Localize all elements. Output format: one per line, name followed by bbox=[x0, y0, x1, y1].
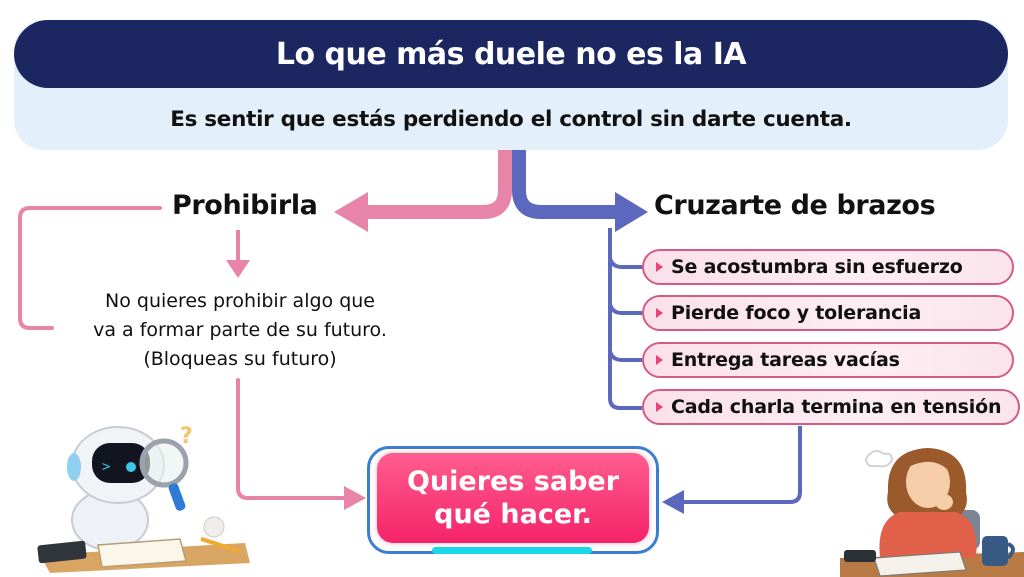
arrowhead-prohibirla bbox=[334, 192, 368, 232]
connector-item-3 bbox=[608, 350, 642, 362]
svg-text:>: > bbox=[102, 459, 110, 475]
coffee-mug-icon bbox=[982, 536, 1008, 566]
sigh-icon bbox=[865, 450, 894, 468]
notebook-icon bbox=[873, 551, 967, 577]
phone-icon bbox=[844, 550, 876, 562]
woman-face-icon bbox=[906, 456, 950, 508]
connector-right-spine bbox=[608, 228, 642, 410]
arrowhead-cruzarte bbox=[615, 192, 648, 232]
worried-woman-illustration bbox=[840, 448, 1024, 577]
arrowhead-down bbox=[226, 260, 250, 278]
consequence-item: Entrega tareas vacías bbox=[642, 342, 1014, 378]
consequence-label: Entrega tareas vacías bbox=[671, 349, 900, 371]
question-mark-icon: ? bbox=[180, 424, 193, 449]
robot-magnifier-illustration: > ? bbox=[37, 424, 250, 573]
connector-right-to-cta bbox=[684, 426, 802, 504]
arrowhead-right-cta bbox=[662, 490, 684, 514]
branch-title-cruzarte: Cruzarte de brazos bbox=[654, 190, 936, 221]
bullet-triangle-icon bbox=[656, 262, 663, 272]
connector-left-bracket bbox=[18, 206, 162, 330]
conclusion-line: qué hacer. bbox=[434, 499, 592, 530]
page-title: Lo que más duele no es la IA bbox=[14, 20, 1008, 88]
description-line: (Bloqueas su futuro) bbox=[143, 348, 337, 370]
connector-header-to-cruzarte bbox=[512, 150, 615, 219]
consequence-item: Pierde foco y tolerancia bbox=[642, 295, 1014, 331]
paper-ball-icon bbox=[203, 516, 225, 538]
connector-item-1 bbox=[608, 257, 642, 269]
prohibirla-description: No quieres prohibir algo que va a formar… bbox=[40, 287, 440, 374]
branch-title-prohibirla: Prohibirla bbox=[172, 190, 318, 221]
consequence-label: Pierde foco y tolerancia bbox=[671, 302, 922, 324]
consequence-item: Se acostumbra sin esfuerzo bbox=[642, 249, 1014, 285]
pencil-icon bbox=[200, 536, 240, 554]
page-subtitle: Es sentir que estás perdiendo el control… bbox=[170, 106, 852, 132]
connector-item-2 bbox=[608, 303, 642, 315]
conclusion-box: Quieres saber qué hacer. bbox=[377, 453, 649, 543]
woman-sweater bbox=[879, 512, 977, 558]
robot-visor-icon bbox=[92, 443, 150, 483]
connector-header-to-prohibirla bbox=[368, 150, 512, 219]
bullet-triangle-icon bbox=[656, 308, 663, 318]
consequence-item: Cada charla termina en tensión bbox=[642, 389, 1020, 425]
connector-left-to-cta bbox=[236, 378, 347, 500]
description-line: No quieres prohibir algo que bbox=[105, 290, 375, 312]
arrowhead-left-cta bbox=[344, 486, 366, 510]
description-line: va a formar parte de su futuro. bbox=[93, 319, 387, 341]
consequence-label: Se acostumbra sin esfuerzo bbox=[671, 256, 963, 278]
conclusion-line: Quieres saber bbox=[406, 466, 620, 497]
magnifier-icon bbox=[139, 438, 189, 488]
tablet-icon bbox=[37, 540, 87, 564]
bullet-triangle-icon bbox=[656, 355, 663, 365]
conclusion-underline bbox=[432, 547, 592, 554]
consequence-label: Cada charla termina en tensión bbox=[671, 396, 1002, 418]
bullet-triangle-icon bbox=[656, 402, 663, 412]
notebook-icon bbox=[97, 538, 187, 568]
